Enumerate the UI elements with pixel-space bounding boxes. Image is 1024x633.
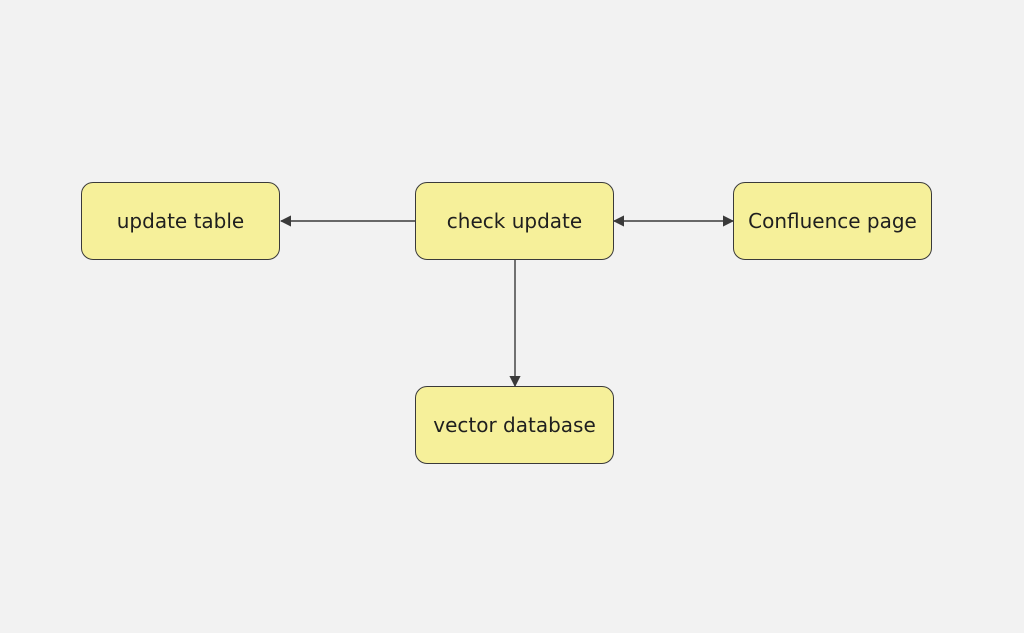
node-check-update[interactable]: check update (415, 182, 614, 260)
node-vector-database[interactable]: vector database (415, 386, 614, 464)
node-vector-database-label: vector database (433, 413, 596, 437)
node-check-update-label: check update (446, 209, 583, 233)
node-update-table-label: update table (116, 209, 245, 233)
node-confluence-page-label: Confluence page (748, 209, 917, 233)
node-confluence-page[interactable]: Confluence page (733, 182, 932, 260)
node-update-table[interactable]: update table (81, 182, 280, 260)
